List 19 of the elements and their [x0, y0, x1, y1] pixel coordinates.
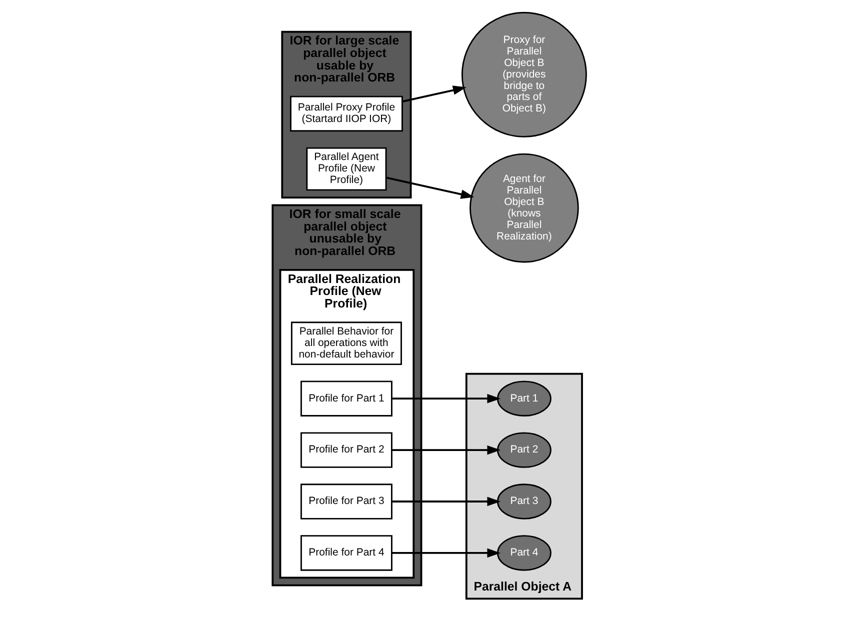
arrow — [392, 394, 501, 404]
node-ellipse: Part 1 — [496, 380, 552, 416]
node-box: Parallel Proxy Profile (Startard IIOP IOR) — [290, 96, 403, 132]
node-circle: Proxy for Parallel Object B (provides bridge to parts of Object B) — [461, 12, 587, 138]
node-ellipse: Part 3 — [496, 484, 552, 520]
node-ellipse: Part 2 — [496, 432, 552, 468]
node-circle: Agent for Parallel Object B (knows Parallel Realization) — [470, 153, 579, 263]
node-box: Profile for Part 1 — [300, 380, 392, 416]
node-box: Profile for Part 3 — [300, 484, 392, 520]
arrow — [392, 445, 501, 455]
arrow — [392, 496, 501, 506]
arrow — [402, 86, 466, 102]
node-box: Profile for Part 4 — [300, 535, 392, 571]
node-box: Parallel Agent Profile (New Profile) — [306, 147, 387, 191]
node-box: Profile for Part 2 — [300, 432, 392, 468]
node-box: Parallel Behavior for all operations with non-default behavior — [290, 322, 402, 366]
arrow — [386, 176, 474, 199]
node-ellipse: Part 4 — [496, 535, 552, 571]
arrow — [392, 548, 501, 558]
